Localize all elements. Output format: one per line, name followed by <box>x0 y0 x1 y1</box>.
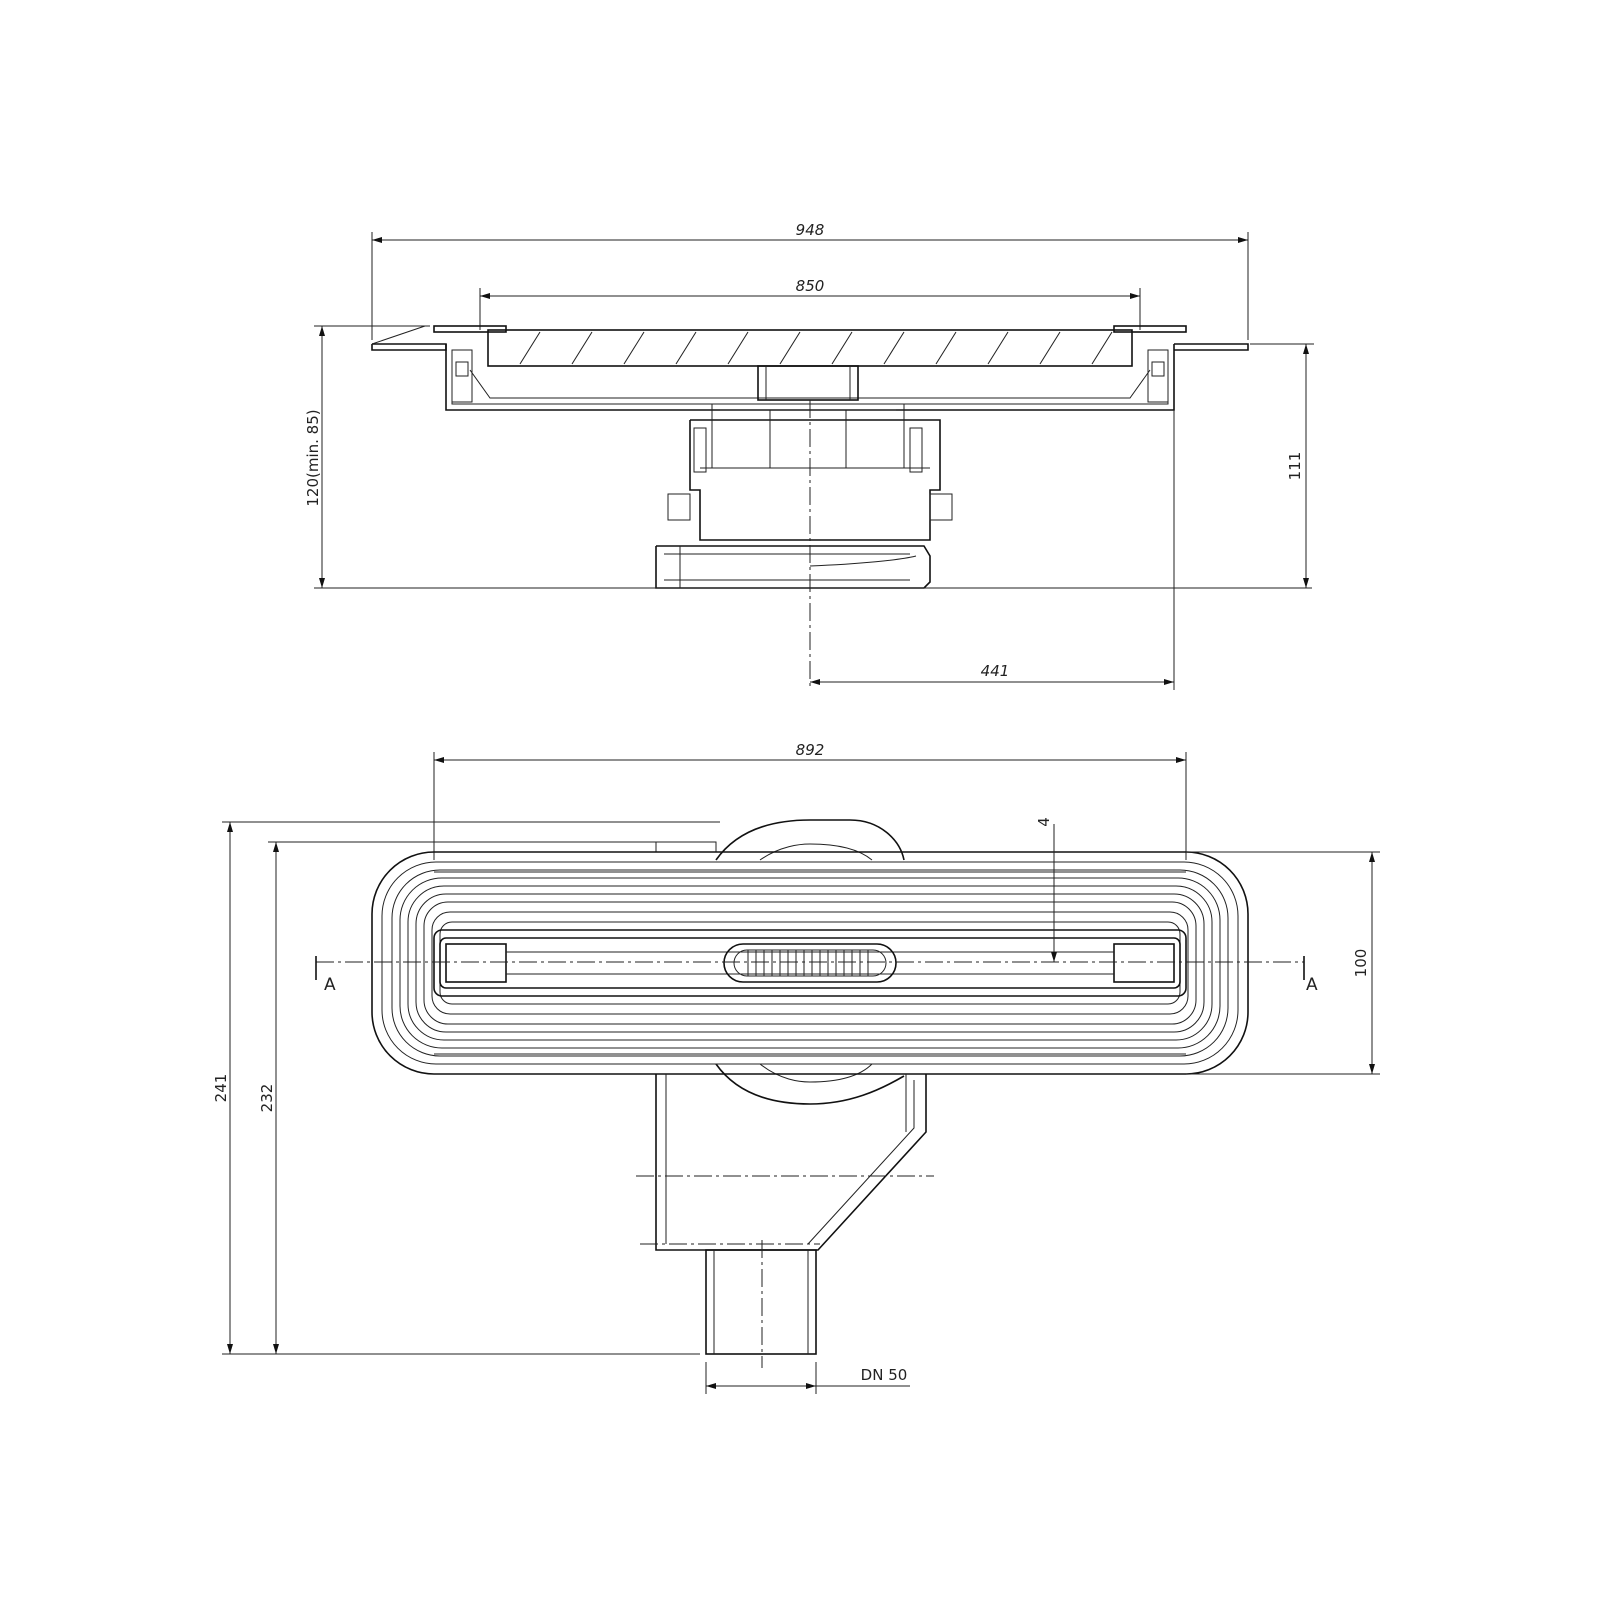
outlet-body <box>667 403 953 541</box>
center-stem <box>757 365 859 401</box>
dim-4-label: 4 <box>1035 817 1053 827</box>
plan-view: 892 <box>212 741 1380 1394</box>
dimension-total-height: 120(min. 85) <box>304 325 430 588</box>
dim-100-label: 100 <box>1352 949 1370 978</box>
dimension-grate-width: 850 <box>479 277 1141 330</box>
dimension-channel-length: 892 <box>433 741 1187 860</box>
dimension-gap: 4 <box>1035 817 1057 962</box>
dim-948-label: 948 <box>796 221 825 239</box>
section-line-a-a: A A <box>315 956 1318 995</box>
dimension-depth-body: 232 <box>258 841 656 1354</box>
outlet-housing <box>636 1074 934 1251</box>
dimension-overall-width: 948 <box>371 221 1249 340</box>
side-section-view: 948 850 <box>304 221 1314 690</box>
grate-section <box>433 325 1187 367</box>
section-label-left: A <box>324 975 336 995</box>
dim-241-label: 241 <box>212 1074 230 1103</box>
dimension-channel-width: 100 <box>1186 851 1380 1075</box>
dn50-label: DN 50 <box>861 1366 908 1384</box>
dimension-outlet-offset: 441 <box>810 410 1175 690</box>
dim-111-label: 111 <box>1286 452 1304 481</box>
dimension-depth-total: 241 <box>212 821 720 1355</box>
dim-120-label: 120(min. 85) <box>304 409 322 506</box>
dim-850-label: 850 <box>796 277 825 295</box>
dim-441-label: 441 <box>981 662 1010 680</box>
outlet-pipe <box>655 545 931 589</box>
dim-892-label: 892 <box>796 741 825 759</box>
dimension-outlet-height: 111 <box>1250 343 1314 588</box>
section-label-right: A <box>1306 975 1318 995</box>
dim-232-label: 232 <box>258 1084 276 1113</box>
outlet-pipe-dn50: DN 50 <box>705 1240 910 1394</box>
channel-contours <box>371 851 1249 1075</box>
outlet-round-body <box>655 819 905 1105</box>
central-strainer <box>723 943 897 983</box>
grate-slot <box>439 937 1181 989</box>
